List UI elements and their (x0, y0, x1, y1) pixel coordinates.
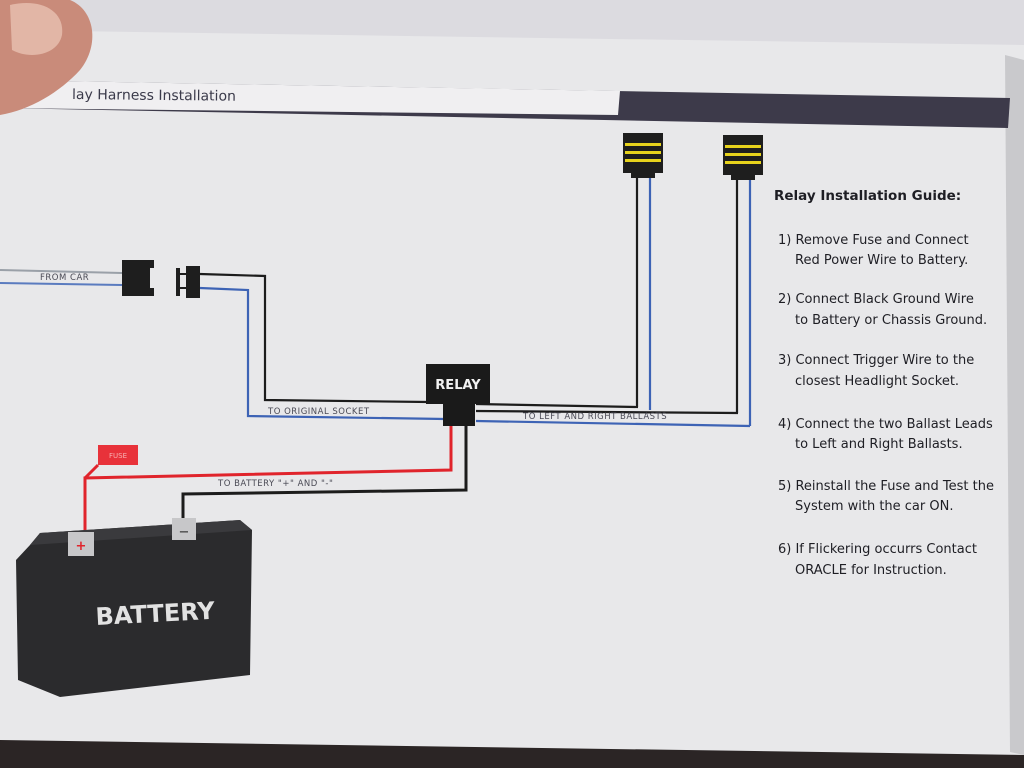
battery-wire-red (83, 425, 453, 540)
to-original-socket-label: TO ORIGINAL SOCKET (267, 407, 370, 417)
car-socket-notch (150, 268, 164, 288)
guide-step-6-line1: 6) If Flickering occurrs Contact (778, 542, 977, 557)
ballast-wire-black-right (475, 409, 739, 415)
guide-step-2-line2: to Battery or Chassis Ground. (795, 313, 987, 328)
relay-base (443, 402, 475, 426)
battery: + − (16, 518, 252, 697)
to-ballasts-label: TO LEFT AND RIGHT BALLASTS (522, 412, 667, 422)
ballast-connector-right (723, 135, 763, 180)
guide-step-5-line2: System with the car ON. (795, 499, 953, 514)
from-car-label: FROM CAR (40, 273, 89, 283)
guide-step-3-line2: closest Headlight Socket. (795, 374, 959, 389)
from-car-wire-top (0, 269, 123, 274)
guide-step-2-line1: 2) Connect Black Ground Wire (778, 292, 974, 307)
guide-title: Relay Installation Guide: (774, 188, 961, 204)
fuse (98, 445, 138, 465)
battery-minus-sign: − (179, 525, 190, 540)
battery-terminal-negative (172, 518, 196, 540)
plug-body (186, 266, 200, 298)
guide-step-6-line2: ORACLE for Instruction. (795, 563, 947, 578)
socket-wire-black (199, 272, 429, 404)
fuse-label: FUSE (109, 452, 127, 460)
guide-step-4-line2: to Left and Right Ballasts. (795, 437, 963, 452)
ballast-wire-black-left (475, 402, 639, 409)
battery-label: BATTERY (95, 597, 216, 631)
battery-terminal-positive (68, 532, 94, 556)
paper-edge-shadow (1005, 55, 1024, 755)
socket-wire-blue (199, 286, 446, 421)
battery-plus-sign: + (76, 539, 87, 554)
car-socket-connector (122, 260, 154, 296)
ballast-wire-blue (475, 419, 751, 428)
header-title: lay Harness Installation (72, 87, 236, 105)
to-battery-label: TO BATTERY "+" AND "-" (217, 479, 333, 489)
fuse-lead (83, 463, 100, 480)
guide-step-1-line1: 1) Remove Fuse and Connect (778, 233, 969, 248)
guide-step-1-line2: Red Power Wire to Battery. (795, 253, 968, 268)
relay-box (426, 364, 490, 404)
guide-step-3-line1: 3) Connect Trigger Wire to the (778, 353, 974, 368)
guide-step-4-line1: 4) Connect the two Ballast Leads (778, 417, 993, 432)
header-bar-highlight (0, 80, 620, 115)
relay-label: RELAY (435, 378, 481, 393)
plug-prong-left (176, 268, 180, 296)
paper-fold-shadow (0, 0, 1024, 45)
ballast-connector-left (623, 133, 663, 178)
battery-wire-black (181, 425, 468, 525)
thumb-nail (10, 3, 63, 55)
installation-guide: Relay Installation Guide: 1) Remove Fuse… (774, 188, 994, 578)
guide-step-5-line1: 5) Reinstall the Fuse and Test the (778, 479, 994, 494)
from-car-wire-bottom (0, 282, 123, 286)
